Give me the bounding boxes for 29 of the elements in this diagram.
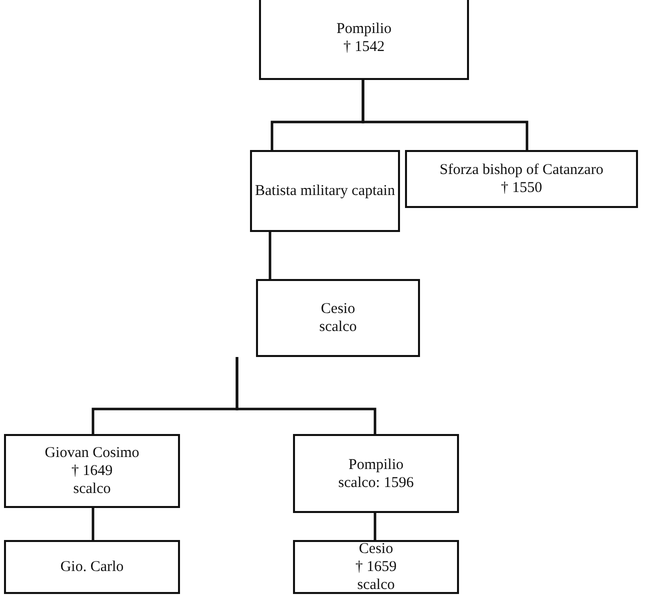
box-text: † 1542 (343, 38, 385, 56)
connector-line (268, 232, 272, 279)
box-text: Pompilio (336, 20, 392, 38)
person-box (293, 434, 459, 513)
box-text: scalco (319, 318, 357, 336)
person-box (4, 434, 180, 508)
box-text: Cesio (320, 300, 356, 318)
box-text: Batista military captain (255, 182, 395, 200)
box-text: scalco (357, 576, 395, 594)
box-text: † 1550 (500, 179, 542, 197)
box-text: Pompilio (348, 456, 404, 474)
box-text: † 1659 (355, 558, 397, 576)
person-box (250, 150, 400, 232)
box-text: Gio. Carlo (60, 558, 124, 576)
person-box (259, 0, 469, 80)
connector-line (374, 513, 376, 540)
person-box (405, 150, 638, 208)
person-box (256, 279, 420, 357)
box-text: Giovan Cosimo (44, 444, 140, 462)
connector-line (236, 357, 376, 434)
box-text: Cesio (358, 540, 394, 558)
connector-line (92, 508, 94, 540)
box-text: scalco: 1596 (338, 474, 414, 492)
box-text: scalco (73, 480, 111, 498)
person-box (293, 540, 459, 594)
person-box (4, 540, 180, 594)
box-text: Sforza bishop of Catanzaro (440, 161, 604, 179)
box-text: † 1649 (71, 462, 113, 480)
connector-line (362, 80, 528, 150)
